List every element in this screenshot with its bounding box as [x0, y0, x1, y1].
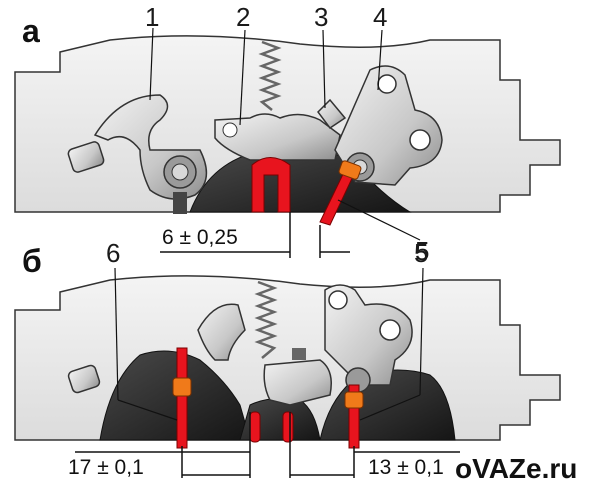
lever-b-right: [324, 284, 413, 386]
red-pin-center-right: [282, 411, 294, 443]
dim-a-text: 6 ± 0,25: [162, 226, 238, 249]
callout-6-line: [114, 267, 119, 401]
plate-b-center: [263, 359, 332, 406]
red-pin-right-head: [344, 391, 364, 409]
callout-5b-line: [419, 267, 424, 396]
callout-2-line: [239, 29, 246, 126]
plate-2-hole: [222, 122, 238, 138]
lever-4-hole-top: [377, 74, 397, 94]
callout-3-line: [322, 29, 326, 109]
callout-5a-line: [337, 199, 421, 241]
lever-b-hole-top: [328, 290, 348, 310]
red-bracket-a: [251, 157, 291, 213]
lever-b-left: [197, 303, 246, 361]
lever-4-hole-right: [409, 129, 431, 151]
red-pin-5-head: [338, 160, 362, 180]
bolt-a-left-center: [171, 163, 189, 181]
label-1: 1: [145, 2, 159, 32]
label-3: 3: [314, 2, 328, 32]
panel-a-letter: а: [22, 13, 40, 49]
watermark: oVAZe.ru: [455, 453, 577, 484]
dim-b-right-text: 13 ± 0,1: [368, 456, 444, 479]
callout-1-line: [149, 27, 154, 101]
callout-5b-line-2: [359, 394, 421, 421]
lever-b-hole-right: [379, 319, 401, 341]
panel-b-letter: б: [22, 243, 42, 279]
red-pin-left: [176, 347, 188, 449]
stud-a: [173, 192, 187, 214]
red-pin-center-left: [249, 411, 261, 443]
spring-b: [254, 280, 278, 359]
callout-6-line-2: [117, 399, 178, 421]
spring-a: [258, 40, 282, 111]
panel-a: 6 ± 0,25 а 1 2 3 4 5: [14, 2, 561, 266]
label-5-b: 5: [414, 238, 428, 268]
label-2: 2: [236, 2, 250, 32]
callout-4-line: [377, 29, 383, 91]
label-4: 4: [373, 2, 387, 32]
label-5-a: 5: [415, 236, 429, 266]
panel-b: 17 ± 0,1 13 ± 0,1 б 6 5: [14, 238, 561, 479]
arm-b: [292, 348, 306, 360]
cylinder-a: [67, 141, 105, 173]
plate-2: [214, 113, 341, 161]
cylinder-b: [67, 364, 101, 394]
label-6: 6: [106, 238, 120, 268]
dim-b-left-text: 17 ± 0,1: [68, 456, 144, 479]
red-pin-left-head: [172, 377, 192, 397]
